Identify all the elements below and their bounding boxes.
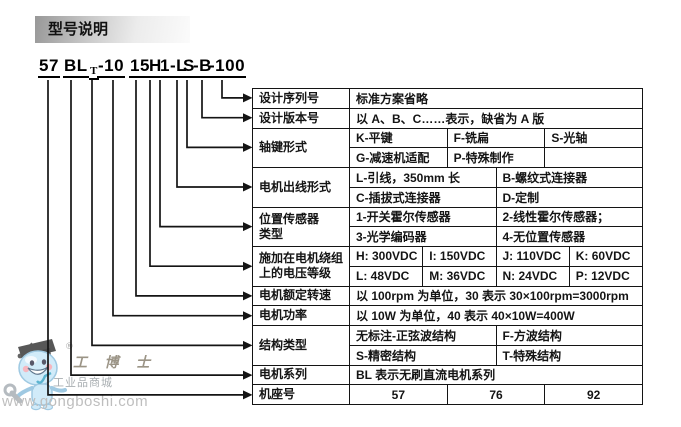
- table-cell: 92: [545, 385, 643, 405]
- row-label-structure-type: 结构类型: [253, 326, 350, 366]
- row-label-lead-wire-type: 电机出线形式: [253, 168, 350, 208]
- table-cell: 无标注-正弦波结构: [350, 326, 497, 346]
- table-cell: C-插拔式连接器: [350, 187, 497, 208]
- table-cell: J: 110VDC: [496, 247, 570, 267]
- table-cell: L: 48VDC: [350, 266, 424, 287]
- code-part-series: BL: [63, 56, 89, 78]
- row-label-voltage-class: 施加在电机绕组上的电压等级: [253, 247, 350, 287]
- table-cell: G-减速机适配: [350, 148, 448, 168]
- table-cell: K: 60VDC: [569, 247, 643, 267]
- table-cell: P: 12VDC: [569, 266, 643, 287]
- gongboshi-watermark: ® 工 博 士 工业品商城 www.gongboshi.com: [0, 330, 200, 427]
- code-part-voltage: H: [148, 56, 163, 78]
- table-cell: 以 A、B、C……表示，缺省为 A 版: [350, 108, 643, 129]
- table-cell: S-光轴: [545, 128, 643, 149]
- row-label-design-version: 设计版本号: [253, 108, 350, 129]
- table-cell: 57: [350, 385, 448, 405]
- table-cell: F-方波结构: [496, 326, 643, 346]
- row-label-position-sensor-type: 位置传感器类型: [253, 207, 350, 247]
- swoosh-icon: [36, 372, 52, 384]
- row-label-design-serial: 设计序列号: [253, 89, 350, 109]
- table-cell: 以 100rpm 为单位，30 表示 30×100rpm=3000rpm: [350, 286, 643, 307]
- table-cell: F-铣扁: [447, 128, 546, 149]
- code-part-shaft-key: S: [182, 56, 196, 78]
- table-cell: B-螺纹式连接器: [496, 168, 643, 188]
- code-part-structure: T: [89, 65, 99, 80]
- registered-trademark-icon: ®: [66, 341, 73, 351]
- table-cell: K-平键: [350, 128, 448, 149]
- table-cell: S-精密结构: [350, 345, 497, 366]
- table-cell: T-特殊结构: [496, 345, 643, 366]
- table-cell: 标准方案省略: [350, 89, 643, 109]
- table-cell: 4-无位置传感器: [496, 227, 643, 247]
- table-cell: L-引线，350mm 长: [350, 168, 497, 188]
- row-label-rated-speed: 电机额定转速: [253, 286, 350, 307]
- row-label-motor-series: 电机系列: [253, 365, 350, 386]
- website-url: www.gongboshi.com: [2, 393, 149, 410]
- table-cell: 以 10W 为单位，40 表示 40×10W=400W: [350, 306, 643, 326]
- table-cell: H: 300VDC: [350, 247, 424, 267]
- table-cell: I: 150VDC: [423, 247, 497, 267]
- table-cell: 3-光学编码器: [350, 227, 497, 247]
- row-label-frame-size: 机座号: [253, 385, 350, 405]
- table-cell: P-特殊制作: [447, 148, 546, 168]
- brand-text: 工 博 士: [73, 356, 157, 371]
- code-part-version: -B: [192, 56, 213, 78]
- code-part-frame-size: 57: [38, 56, 60, 78]
- page-title: 型号说明: [35, 16, 190, 43]
- spec-table: 设计序列号 标准方案省略 设计版本号 以 A、B、C……表示，缺省为 A 版 轴…: [252, 88, 643, 405]
- row-label-motor-power: 电机功率: [253, 306, 350, 326]
- code-part-speed: 15: [129, 56, 151, 78]
- table-cell: 1-开关霍尔传感器: [350, 207, 497, 228]
- tagline-text: 工业品商城: [53, 377, 113, 389]
- table-cell: D-定制: [496, 187, 643, 208]
- table-cell: 76: [447, 385, 546, 405]
- table-cell: [545, 148, 643, 168]
- code-part-serial: -100: [208, 56, 247, 78]
- table-cell: N: 24VDC: [496, 266, 570, 287]
- row-label-shaft-key-type: 轴键形式: [253, 128, 350, 168]
- table-cell: M: 36VDC: [423, 266, 497, 287]
- table-cell: BL 表示无刷直流电机系列: [350, 365, 643, 386]
- table-cell: 2-线性霍尔传感器；: [496, 207, 643, 228]
- code-part-sensor-lead: 1-L: [159, 56, 188, 78]
- code-part-power: -10: [97, 56, 126, 78]
